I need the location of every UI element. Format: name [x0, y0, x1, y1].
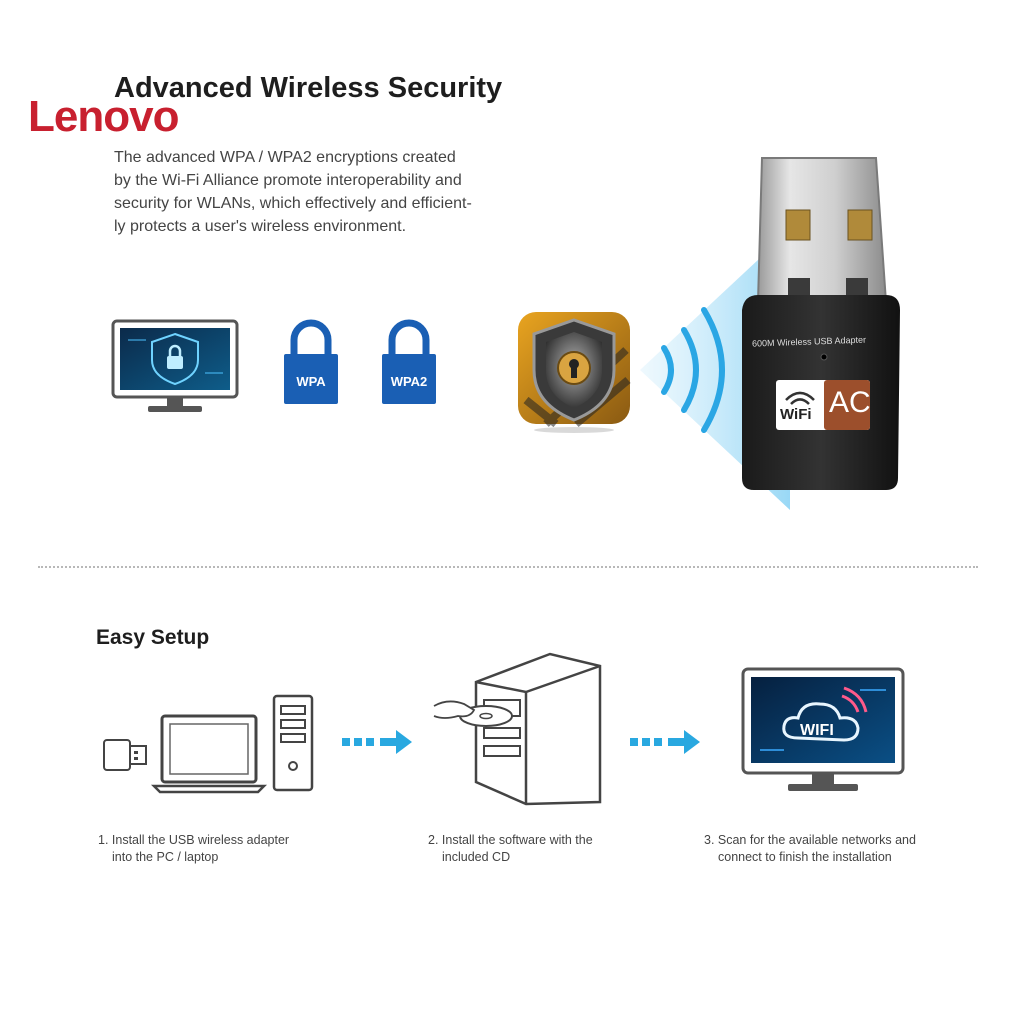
step-line: connect to finish the installation	[718, 850, 892, 864]
step-1-caption: 1. Install the USB wireless adapter into…	[98, 832, 289, 866]
wpa-label: WPA	[296, 374, 326, 389]
wpa2-label: WPA2	[390, 374, 428, 389]
step-line: 2. Install the software with the	[428, 833, 593, 847]
monitor-wifi-screen: WIFI	[740, 666, 906, 794]
setup-title: Easy Setup	[96, 626, 210, 649]
step-line: into the PC / laptop	[112, 850, 219, 864]
security-line: ly protects a user's wireless environmen…	[114, 218, 407, 235]
monitor-icon	[741, 667, 905, 791]
install-cd-icon	[433, 652, 602, 806]
monitor-security-icon	[111, 319, 239, 412]
section-divider	[38, 566, 978, 568]
security-line: by the Wi-Fi Alliance promote interopera…	[114, 172, 462, 189]
security-line: security for WLANs, which effectively an…	[114, 195, 472, 212]
arrow-icon	[342, 730, 412, 754]
step-2-caption: 2. Install the software with the include…	[428, 832, 593, 866]
security-description: The advanced WPA / WPA2 encryptions crea…	[114, 146, 534, 238]
step-3-caption: 3. Scan for the available networks and c…	[704, 832, 916, 866]
lock-icon	[284, 319, 338, 404]
adapter-wifi-text: WiFi	[780, 406, 812, 423]
security-title: Advanced Wireless Security	[114, 72, 503, 104]
arrow-icon	[630, 730, 700, 754]
lock-icon	[382, 319, 436, 404]
wpa2-lock-badge: WPA2	[380, 318, 438, 406]
step-line: included CD	[442, 850, 511, 864]
step-line: 1. Install the USB wireless adapter	[98, 833, 290, 847]
brand-logo: Lenovo	[28, 92, 179, 141]
screen-wifi-text: WIFI	[800, 722, 834, 739]
adapter-ac-text: AC	[829, 386, 871, 419]
shield-key-icon	[518, 312, 631, 433]
step-line: 3. Scan for the available networks and	[704, 833, 916, 847]
usb-adapter-image	[742, 157, 900, 490]
wpa-lock-badge: WPA	[282, 318, 340, 406]
pc-laptop-usb-icon	[103, 694, 314, 794]
security-line: The advanced WPA / WPA2 encryptions crea…	[114, 149, 456, 166]
